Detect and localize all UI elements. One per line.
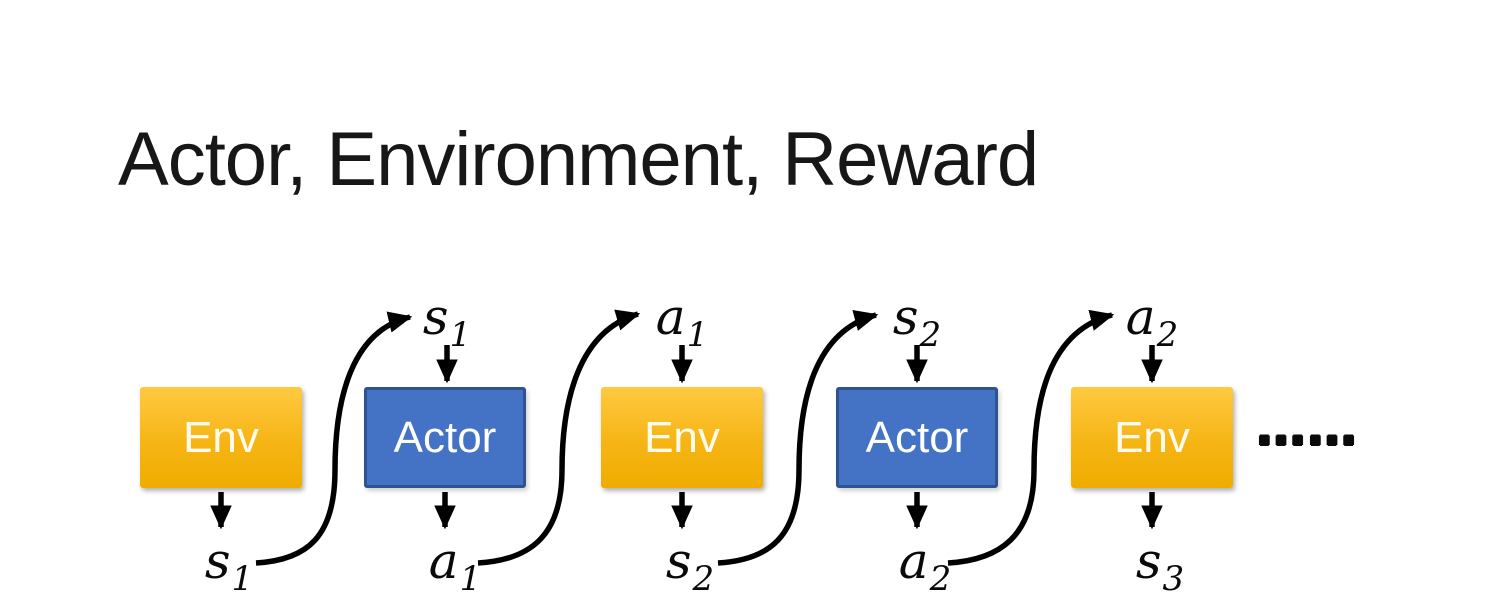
label-a1-top: a1 — [656, 292, 708, 352]
math-base: a — [898, 532, 929, 590]
label-s1-top: s1 — [423, 292, 471, 352]
math-sub: 2 — [1156, 315, 1179, 355]
env-box-3: Env — [1071, 387, 1233, 488]
math-base: s — [204, 532, 231, 590]
env-box-1-label: Env — [183, 412, 259, 462]
math-base: a — [1125, 288, 1156, 346]
label-a2-bottom: a2 — [899, 536, 951, 596]
math-sub: 3 — [1162, 559, 1185, 599]
math-base: a — [428, 532, 459, 590]
env-box-3-label: Env — [1114, 412, 1190, 462]
math-sub: 2 — [692, 559, 715, 599]
continuation-dots: …… — [1256, 399, 1358, 457]
math-sub: 1 — [449, 315, 472, 355]
slide-title: Actor, Environment, Reward — [118, 117, 1039, 202]
math-base: s — [422, 288, 449, 346]
label-s2-bottom: s2 — [666, 536, 714, 596]
math-sub: 2 — [919, 315, 942, 355]
math-base: s — [892, 288, 919, 346]
math-base: s — [665, 532, 692, 590]
math-sub: 1 — [231, 559, 254, 599]
actor-box-1-label: Actor — [393, 412, 497, 462]
math-sub: 1 — [459, 559, 482, 599]
math-sub: 1 — [686, 315, 709, 355]
math-base: a — [655, 288, 686, 346]
env-box-2-label: Env — [644, 412, 720, 462]
actor-box-2: Actor — [836, 387, 998, 488]
env-box-1: Env — [140, 387, 302, 488]
label-s2-top: s2 — [893, 292, 941, 352]
math-sub: 2 — [929, 559, 952, 599]
label-s1-bottom: s1 — [205, 536, 253, 596]
label-a2-top: a2 — [1126, 292, 1178, 352]
label-a1-bottom: a1 — [429, 536, 481, 596]
actor-box-2-label: Actor — [865, 412, 969, 462]
label-s3-bottom: s3 — [1136, 536, 1184, 596]
actor-box-1: Actor — [364, 387, 526, 488]
math-base: s — [1135, 532, 1162, 590]
env-box-2: Env — [601, 387, 763, 488]
